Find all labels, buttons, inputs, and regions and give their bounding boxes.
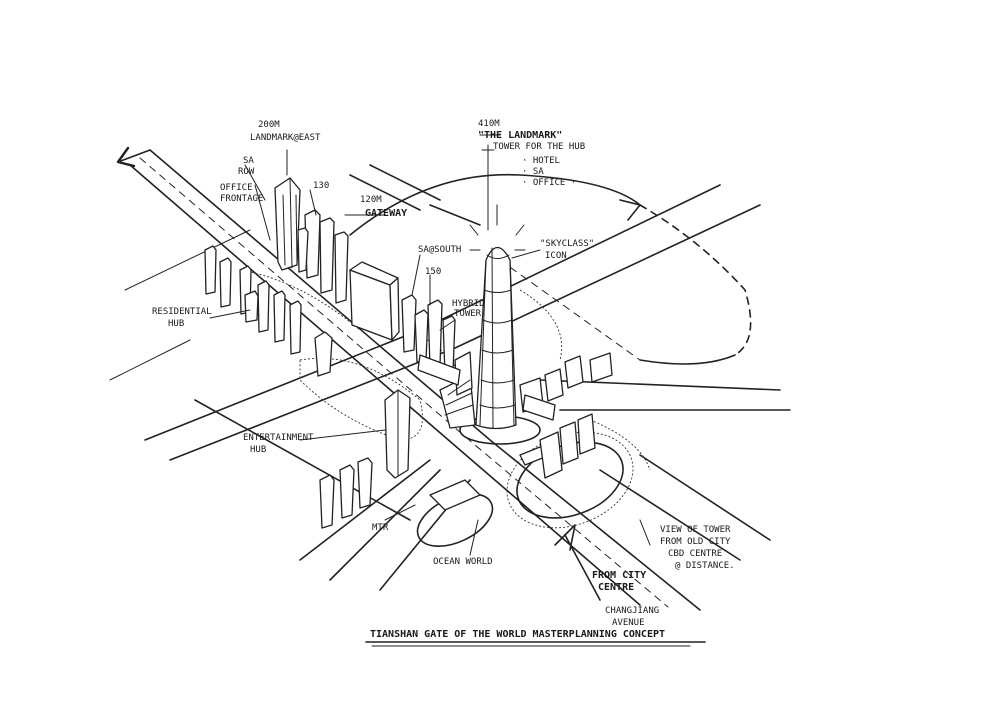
label-hybrid-tower: TOWER bbox=[454, 309, 482, 319]
label-sa-row: SA bbox=[243, 156, 254, 166]
label-ocean-world: OCEAN WORLD bbox=[433, 557, 493, 567]
label-residential: RESIDENTIAL bbox=[152, 307, 212, 317]
annotations: 410M "THE LANDMARK" TOWER FOR THE HUB · … bbox=[152, 119, 735, 628]
label-landmark-subtitle: TOWER FOR THE HUB bbox=[493, 142, 585, 152]
label-hybrid: HYBRID bbox=[452, 299, 485, 309]
label-view-2: FROM OLD CITY bbox=[660, 537, 731, 547]
label-changjiang: CHANGJIANG bbox=[605, 606, 659, 616]
label-130: 130 bbox=[313, 181, 329, 191]
label-residential-hub: HUB bbox=[168, 319, 184, 329]
sketch-title-block: TIANSHAN GATE OF THE WORLD MASTERPLANNIN… bbox=[365, 629, 706, 647]
label-skyclass-icon: ICON bbox=[545, 251, 567, 261]
label-150: 150 bbox=[425, 267, 441, 277]
label-landmark-height: 410M bbox=[478, 119, 500, 129]
label-skyclass: "SKYCLASS" bbox=[540, 239, 594, 249]
label-view-1: VIEW OF TOWER bbox=[660, 525, 731, 535]
buildings bbox=[204, 134, 613, 529]
landmark-east-tower bbox=[274, 149, 301, 271]
label-gateway: GATEWAY bbox=[365, 208, 407, 219]
label-avenue: AVENUE bbox=[612, 618, 645, 628]
label-hotel: · HOTEL bbox=[522, 156, 560, 166]
label-gateway-height: 120M bbox=[360, 195, 382, 205]
road-network bbox=[109, 146, 791, 611]
label-east-height: 200M bbox=[258, 120, 280, 130]
label-sa-south: SA@SOUTH bbox=[418, 245, 461, 255]
sketch-title: TIANSHAN GATE OF THE WORLD MASTERPLANNIN… bbox=[370, 629, 665, 640]
label-sa-row-2: ROW bbox=[238, 167, 255, 177]
label-city-centre: CENTRE bbox=[598, 582, 634, 593]
label-mtr: MTR bbox=[372, 523, 389, 533]
label-from-city: FROM CITY bbox=[592, 570, 646, 581]
label-view-4: @ DISTANCE. bbox=[675, 561, 735, 571]
label-office-frontage: OFFICE bbox=[220, 183, 253, 193]
label-entertainment-hub: HUB bbox=[250, 445, 266, 455]
label-view-3: CBD CENTRE bbox=[668, 549, 722, 559]
landmark-tower bbox=[469, 134, 526, 430]
label-entertainment: ENTERTAINMENT bbox=[243, 433, 314, 443]
leader-lines bbox=[209, 164, 651, 556]
view-arc bbox=[349, 173, 752, 365]
label-sa: · SA bbox=[522, 167, 544, 177]
label-landmark-title: "THE LANDMARK" bbox=[478, 130, 562, 141]
label-office: · OFFICE · bbox=[522, 178, 576, 188]
label-east-name: LANDMARK@EAST bbox=[250, 133, 321, 143]
label-office-frontage-2: FRONTAGE bbox=[220, 194, 263, 204]
